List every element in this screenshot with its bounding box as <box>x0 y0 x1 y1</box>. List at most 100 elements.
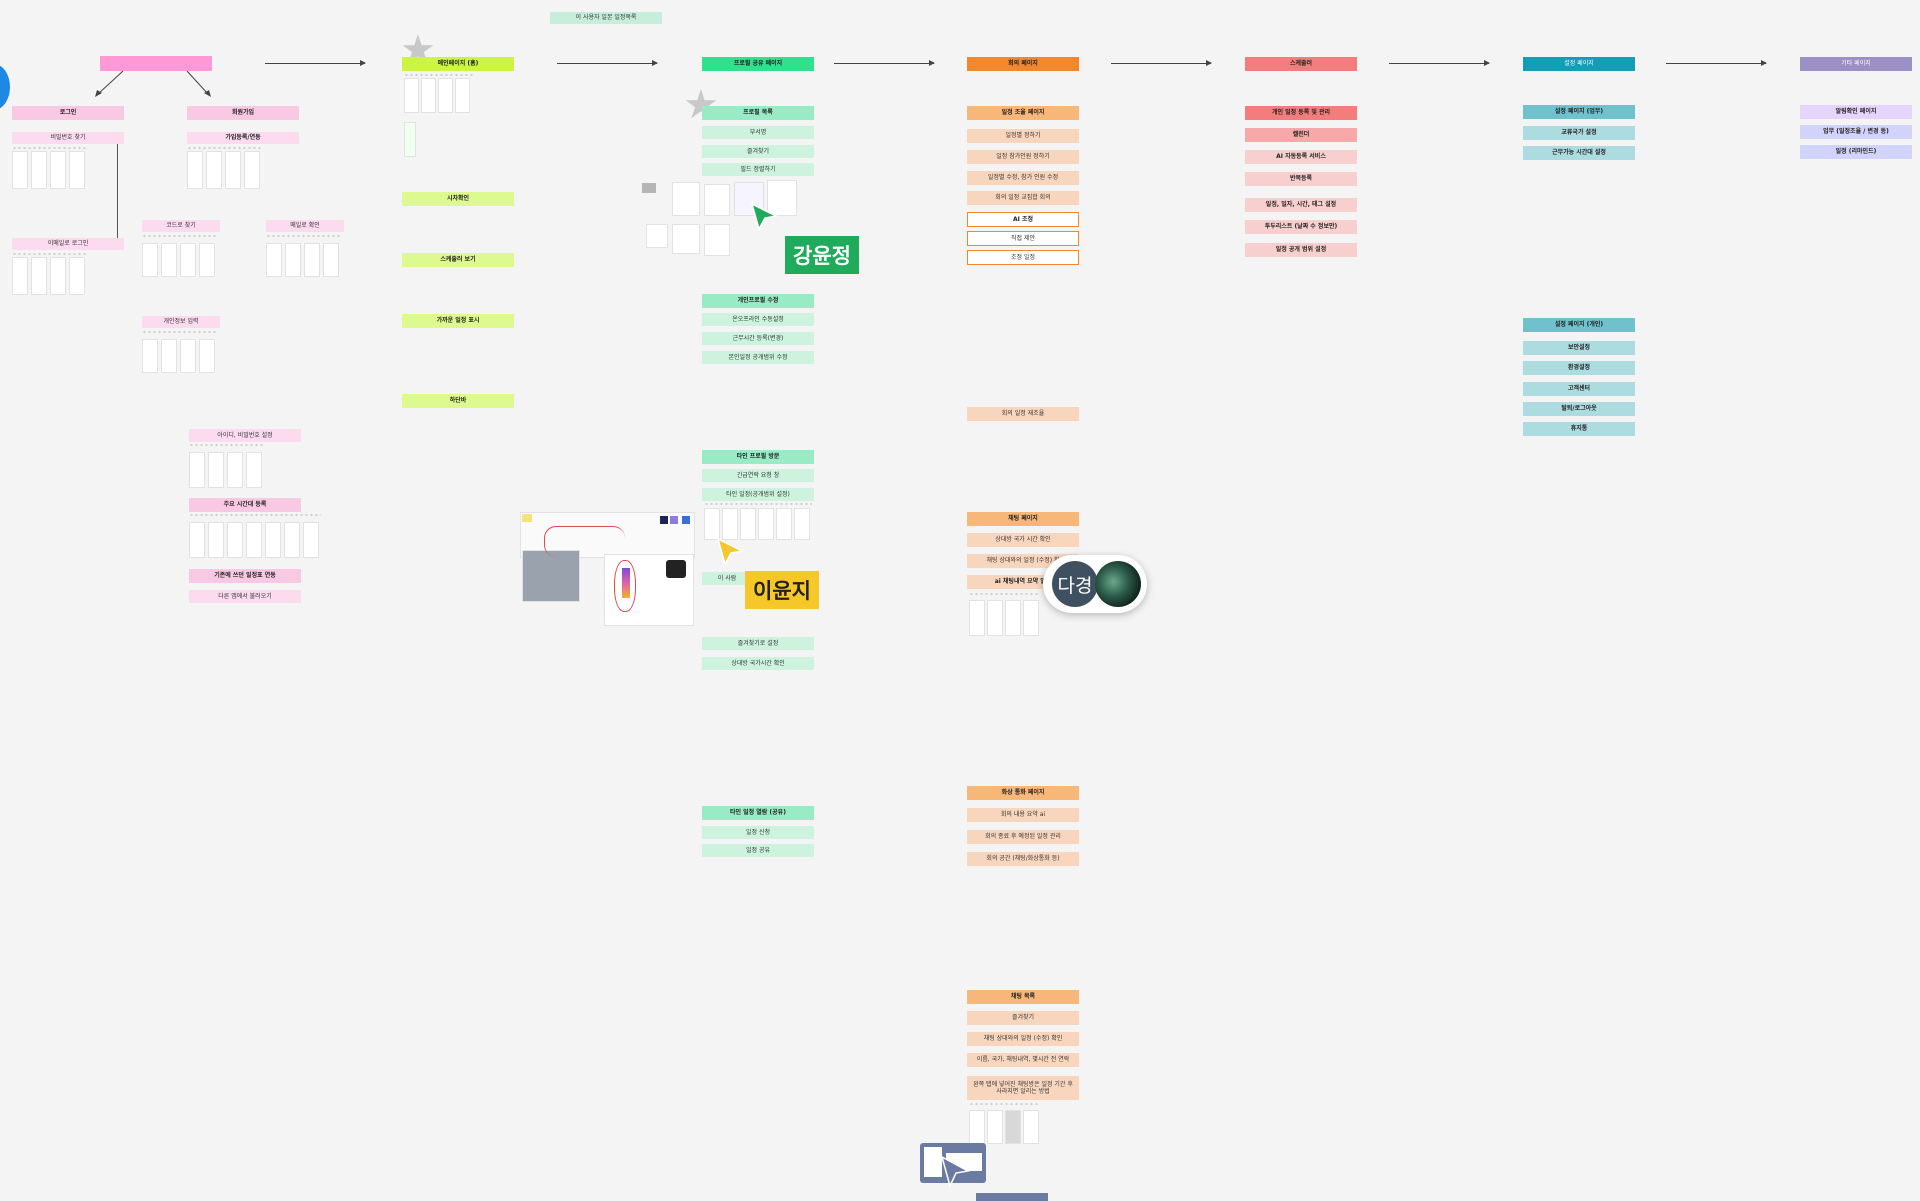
coordination-item[interactable]: 일정 참가인원 정하기 <box>967 150 1079 164</box>
collaborator-avatars[interactable]: 다경 <box>1043 555 1147 613</box>
screen-thumbnail[interactable] <box>69 151 85 189</box>
coordination-item[interactable]: 일정별 정하기 <box>967 129 1079 143</box>
screen-thumbnail[interactable] <box>404 78 419 113</box>
screen-thumbnail[interactable] <box>208 452 224 488</box>
screen-thumbnail[interactable] <box>323 243 339 277</box>
video-call-node[interactable]: 화상 통화 페이지 <box>967 786 1079 800</box>
email-login-node[interactable]: 이메일로 로그인 <box>12 238 124 250</box>
id-password-node[interactable]: 아이디, 비밀번호 설정 <box>189 429 301 442</box>
screen-thumbnail[interactable] <box>227 452 243 488</box>
scheduler-item[interactable]: 일정 공개 범위 설정 <box>1245 243 1357 257</box>
visit-profile-item[interactable]: 이 사람 <box>702 572 752 585</box>
profile-share-node[interactable]: 프로필 공유 페이지 <box>702 57 814 71</box>
bottom-bar-node[interactable]: 하단바 <box>402 394 514 408</box>
screen-thumbnail[interactable] <box>969 600 985 636</box>
settings-work-item[interactable]: 근무가능 시간대 설정 <box>1523 146 1635 160</box>
chat-list-item[interactable]: 채팅 상대와의 일정 (수정) 확인 <box>967 1032 1079 1046</box>
chat-list-item[interactable]: 즐겨찾기 <box>967 1011 1079 1025</box>
screen-thumbnail[interactable] <box>1023 1110 1039 1144</box>
scheduler-item[interactable]: 투두리스트 (날짜 수 정보만) <box>1245 220 1357 234</box>
edit-profile-item[interactable]: 온오프라인 수동설정 <box>702 313 814 326</box>
screen-thumbnail[interactable] <box>246 452 262 488</box>
screen-thumbnail[interactable] <box>142 243 158 277</box>
ai-option-node[interactable]: 조정 일정 <box>967 250 1079 265</box>
user-avatar-bubble[interactable] <box>0 64 10 110</box>
settings-personal-item[interactable]: 환경설정 <box>1523 361 1635 375</box>
time-check-node[interactable]: 시차확인 <box>402 192 514 206</box>
profile-list-node[interactable]: 프로필 목록 <box>702 106 814 120</box>
screen-thumbnail[interactable] <box>31 257 47 295</box>
scheduler-item[interactable]: AI 자동등록 서비스 <box>1245 150 1357 164</box>
screen-thumbnail[interactable] <box>161 243 177 277</box>
global-schedule-node[interactable]: 가까운 일정 표시 <box>402 314 514 328</box>
wireframe-cluster[interactable] <box>642 180 802 260</box>
schedule-view-node[interactable]: 스케줄러 보기 <box>402 253 514 267</box>
screen-thumbnail[interactable] <box>304 243 320 277</box>
screen-thumbnail[interactable] <box>50 151 66 189</box>
screen-thumbnail[interactable] <box>12 257 28 295</box>
screen-thumbnail[interactable] <box>206 151 222 189</box>
signup-link-node[interactable]: 가입등록/연동 <box>187 132 299 144</box>
screen-thumbnail[interactable] <box>969 1110 985 1144</box>
settings-node[interactable]: 설정 페이지 <box>1523 57 1635 71</box>
avatar[interactable] <box>1095 561 1141 607</box>
find-password-node[interactable]: 비밀번호 찾기 <box>12 132 124 144</box>
settings-personal-item[interactable]: 탈퇴/로그아웃 <box>1523 402 1635 416</box>
screen-thumbnail[interactable] <box>438 78 453 113</box>
view-schedule-item[interactable]: 일정 신청 <box>702 826 814 839</box>
screen-thumbnail[interactable] <box>189 452 205 488</box>
screen-thumbnail[interactable] <box>722 508 738 540</box>
settings-personal-item[interactable]: 고객센터 <box>1523 382 1635 396</box>
video-call-item[interactable]: 회의 내용 요약 ai <box>967 808 1079 822</box>
screen-thumbnail[interactable] <box>285 243 301 277</box>
screen-thumbnail[interactable] <box>758 508 774 540</box>
calendar-import-node[interactable]: 다른 앱에서 불러오기 <box>189 590 301 603</box>
screen-thumbnail[interactable] <box>987 600 1003 636</box>
screen-thumbnail[interactable] <box>1005 1110 1021 1144</box>
chat-page-node[interactable]: 채팅 페이지 <box>967 512 1079 526</box>
chat-list-item[interactable]: 왼쪽 탭에 넣어진 채팅방은 일정 기간 후 사라지면 알리는 방법 <box>967 1076 1079 1100</box>
coordination-node[interactable]: 일정 조율 페이지 <box>967 106 1079 120</box>
screen-thumbnail[interactable] <box>244 151 260 189</box>
other-pages-item[interactable]: 알림확인 페이지 <box>1800 105 1912 119</box>
top-note[interactable]: 이 사용자 일본 일정목록 <box>550 12 662 24</box>
screen-thumbnail[interactable] <box>1005 600 1021 636</box>
scheduler-node[interactable]: 스케줄러 <box>1245 57 1357 71</box>
screen-thumbnail[interactable] <box>12 151 28 189</box>
visit-profile-item[interactable]: 긴급연락 요청 창 <box>702 469 814 482</box>
screen-thumbnail[interactable] <box>180 339 196 373</box>
screen-thumbnail[interactable] <box>199 243 215 277</box>
screen-thumbnail[interactable] <box>421 78 436 113</box>
screen-thumbnail[interactable] <box>161 339 177 373</box>
screen-thumbnail[interactable] <box>455 78 470 113</box>
screen-thumbnail[interactable] <box>189 522 205 558</box>
screen-thumbnail[interactable] <box>187 151 203 189</box>
personal-schedule-node[interactable]: 개인 일정 등록 및 관리 <box>1245 106 1357 120</box>
screen-thumbnail[interactable] <box>69 257 85 295</box>
meeting-page-node[interactable]: 회의 페이지 <box>967 57 1079 71</box>
email-check-node[interactable]: 메일로 확인 <box>266 220 344 232</box>
view-schedule-item[interactable]: 일정 공유 <box>702 844 814 857</box>
screen-thumbnail[interactable] <box>404 122 416 157</box>
scheduler-item[interactable]: 일정, 일자, 시간, 태그 설정 <box>1245 198 1357 212</box>
ai-option-node[interactable]: 직접 제안 <box>967 231 1079 246</box>
screen-thumbnail[interactable] <box>180 243 196 277</box>
chat-page-item[interactable]: 상대방 국가 시간 확인 <box>967 533 1079 547</box>
video-call-item[interactable]: 회의 공간 (채팅/화상통화 등) <box>967 852 1079 866</box>
screen-thumbnail[interactable] <box>776 508 792 540</box>
personal-info-node[interactable]: 개인정보 입력 <box>142 316 220 328</box>
ai-option-node[interactable]: AI 조정 <box>967 212 1079 227</box>
screen-thumbnail[interactable] <box>987 1110 1003 1144</box>
coordination-item[interactable]: 회의 일정 교집합 회의 <box>967 191 1079 205</box>
settings-personal-item[interactable]: 휴지통 <box>1523 422 1635 436</box>
screen-thumbnail[interactable] <box>225 151 241 189</box>
screen-thumbnail[interactable] <box>303 522 319 558</box>
settings-personal-item[interactable]: 보안설정 <box>1523 341 1635 355</box>
screen-thumbnail[interactable] <box>266 243 282 277</box>
chat-list-item[interactable]: 이름, 국가, 채팅내역, 몇시간 전 연락 <box>967 1053 1079 1067</box>
favorite-setting-node[interactable]: 즐겨찾기로 설정 <box>702 637 814 650</box>
screen-thumbnail[interactable] <box>265 522 281 558</box>
visit-profile-item[interactable]: 타인 일정(공개범위 설정) <box>702 488 814 501</box>
screen-thumbnail[interactable] <box>740 508 756 540</box>
view-schedule-node[interactable]: 타인 일정 열람 (공유) <box>702 806 814 820</box>
